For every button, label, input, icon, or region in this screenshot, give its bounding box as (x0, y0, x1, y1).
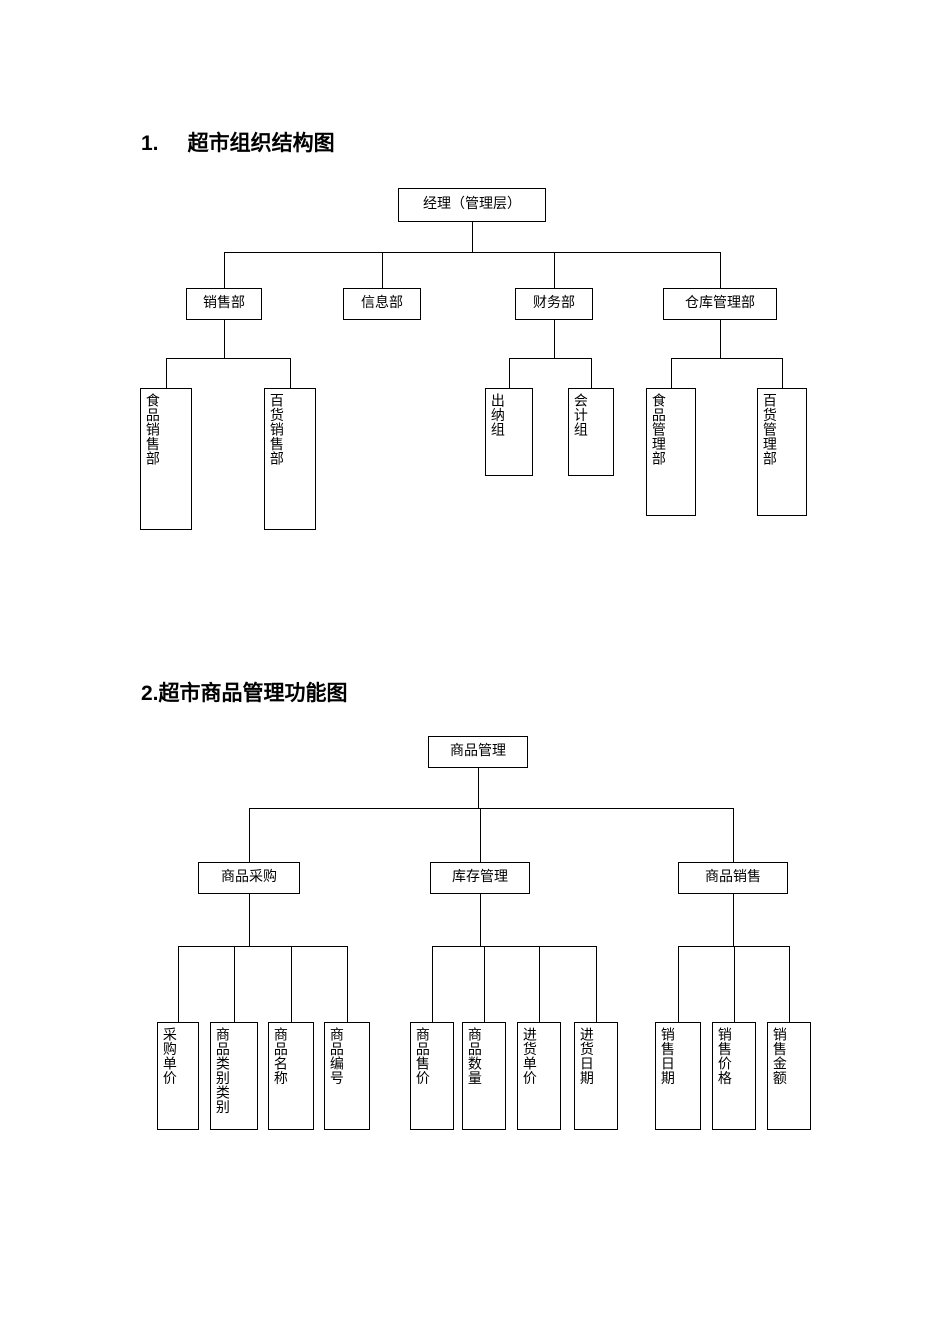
connector-child-drop (432, 946, 433, 1022)
node-label: 财务部 (533, 295, 575, 311)
node-label: 采购单价 (160, 1027, 176, 1085)
connector-child-drop (166, 358, 167, 388)
node-label: 进货单价 (520, 1027, 536, 1085)
connector-child-drop (480, 808, 481, 862)
connector-bus (249, 808, 733, 809)
func-group-node-商品采购: 商品采购 (198, 862, 300, 894)
func-item-node-商品名称: 商品名称 (268, 1022, 314, 1130)
node-label: 销售价格 (715, 1027, 731, 1085)
connector-child-drop (671, 358, 672, 388)
org-unit-node-百货管理部: 百货管理部 (757, 388, 807, 516)
node-label: 销售部 (203, 295, 245, 311)
node-label: 出纳组 (488, 393, 504, 437)
node-label: 商品售价 (413, 1027, 429, 1085)
org-chart-diagram: 经理（管理层） 销售部 信息部 财务部 仓库管理部食品销售部 百货销售部 出纳组 会计组 食品管… (0, 0, 950, 560)
connector-child-drop (249, 808, 250, 862)
connector-parent-drop (554, 320, 555, 358)
connector-bus (671, 358, 782, 359)
connector-child-drop (789, 946, 790, 1022)
func-item-node-商品编号: 商品编号 (324, 1022, 370, 1130)
connector-parent-drop (720, 320, 721, 358)
connector-child-drop (224, 252, 225, 288)
func-root-node-商品管理: 商品管理 (428, 736, 528, 768)
connector-child-drop (347, 946, 348, 1022)
node-label: 会计组 (571, 393, 587, 437)
node-label: 商品采购 (221, 869, 277, 885)
connector-child-drop (291, 946, 292, 1022)
org-unit-node-食品管理部: 食品管理部 (646, 388, 696, 516)
node-label: 食品销售部 (143, 393, 159, 466)
node-label: 商品销售 (705, 869, 761, 885)
org-dept-node-财务部: 财务部 (515, 288, 593, 320)
func-item-node-销售金额: 销售金额 (767, 1022, 811, 1130)
func-item-node-销售日期: 销售日期 (655, 1022, 701, 1130)
org-unit-node-出纳组: 出纳组 (485, 388, 533, 476)
connector-bus (509, 358, 591, 359)
connector-child-drop (509, 358, 510, 388)
func-item-node-商品售价: 商品售价 (410, 1022, 454, 1130)
connector-bus (678, 946, 789, 947)
org-dept-node-信息部: 信息部 (343, 288, 421, 320)
node-label: 商品编号 (327, 1027, 343, 1085)
org-unit-node-会计组: 会计组 (568, 388, 614, 476)
connector-bus (432, 946, 596, 947)
connector-bus (224, 252, 720, 253)
connector-child-drop (720, 252, 721, 288)
connector-child-drop (678, 946, 679, 1022)
function-chart-heading: 2.超市商品管理功能图 (141, 682, 348, 705)
node-label: 库存管理 (452, 869, 508, 885)
connector-child-drop (290, 358, 291, 388)
org-chart-heading: 1. 超市组织结构图 (141, 132, 335, 155)
org-root-node-经理管理层: 经理（管理层） (398, 188, 546, 222)
func-item-node-商品数量: 商品数量 (462, 1022, 506, 1130)
connector-parent-drop (249, 894, 250, 946)
node-label: 商品名称 (271, 1027, 287, 1085)
node-label: 食品管理部 (649, 393, 665, 466)
func-group-node-库存管理: 库存管理 (430, 862, 530, 894)
connector-parent-drop (480, 894, 481, 946)
node-label: 商品数量 (465, 1027, 481, 1085)
connector-bus (166, 358, 290, 359)
func-group-node-商品销售: 商品销售 (678, 862, 788, 894)
connector-child-drop (554, 252, 555, 288)
func-item-node-销售价格: 销售价格 (712, 1022, 756, 1130)
node-label: 仓库管理部 (685, 295, 755, 311)
org-dept-node-销售部: 销售部 (186, 288, 262, 320)
org-unit-node-百货销售部: 百货销售部 (264, 388, 316, 530)
node-label: 商品管理 (450, 743, 506, 759)
connector-child-drop (484, 946, 485, 1022)
node-label: 销售日期 (658, 1027, 674, 1085)
connector-parent-drop (472, 222, 473, 252)
node-label: 进货日期 (577, 1027, 593, 1085)
org-dept-node-仓库管理部: 仓库管理部 (663, 288, 777, 320)
node-label: 百货管理部 (760, 393, 776, 466)
connector-child-drop (382, 252, 383, 288)
node-label: 经理（管理层） (423, 196, 521, 212)
connector-bus (178, 946, 347, 947)
node-label: 商品类别类别 (213, 1027, 229, 1114)
connector-child-drop (782, 358, 783, 388)
node-label: 销售金额 (770, 1027, 786, 1085)
node-label: 百货销售部 (267, 393, 283, 466)
func-item-node-进货日期: 进货日期 (574, 1022, 618, 1130)
connector-parent-drop (478, 768, 479, 808)
connector-parent-drop (224, 320, 225, 358)
func-item-node-商品类别类别: 商品类别类别 (210, 1022, 258, 1130)
connector-parent-drop (733, 894, 734, 946)
connector-child-drop (591, 358, 592, 388)
connector-child-drop (539, 946, 540, 1022)
org-unit-node-食品销售部: 食品销售部 (140, 388, 192, 530)
connector-child-drop (234, 946, 235, 1022)
connector-child-drop (596, 946, 597, 1022)
connector-child-drop (734, 946, 735, 1022)
func-item-node-采购单价: 采购单价 (157, 1022, 199, 1130)
node-label: 信息部 (361, 295, 403, 311)
connector-child-drop (733, 808, 734, 862)
func-item-node-进货单价: 进货单价 (517, 1022, 561, 1130)
connector-child-drop (178, 946, 179, 1022)
